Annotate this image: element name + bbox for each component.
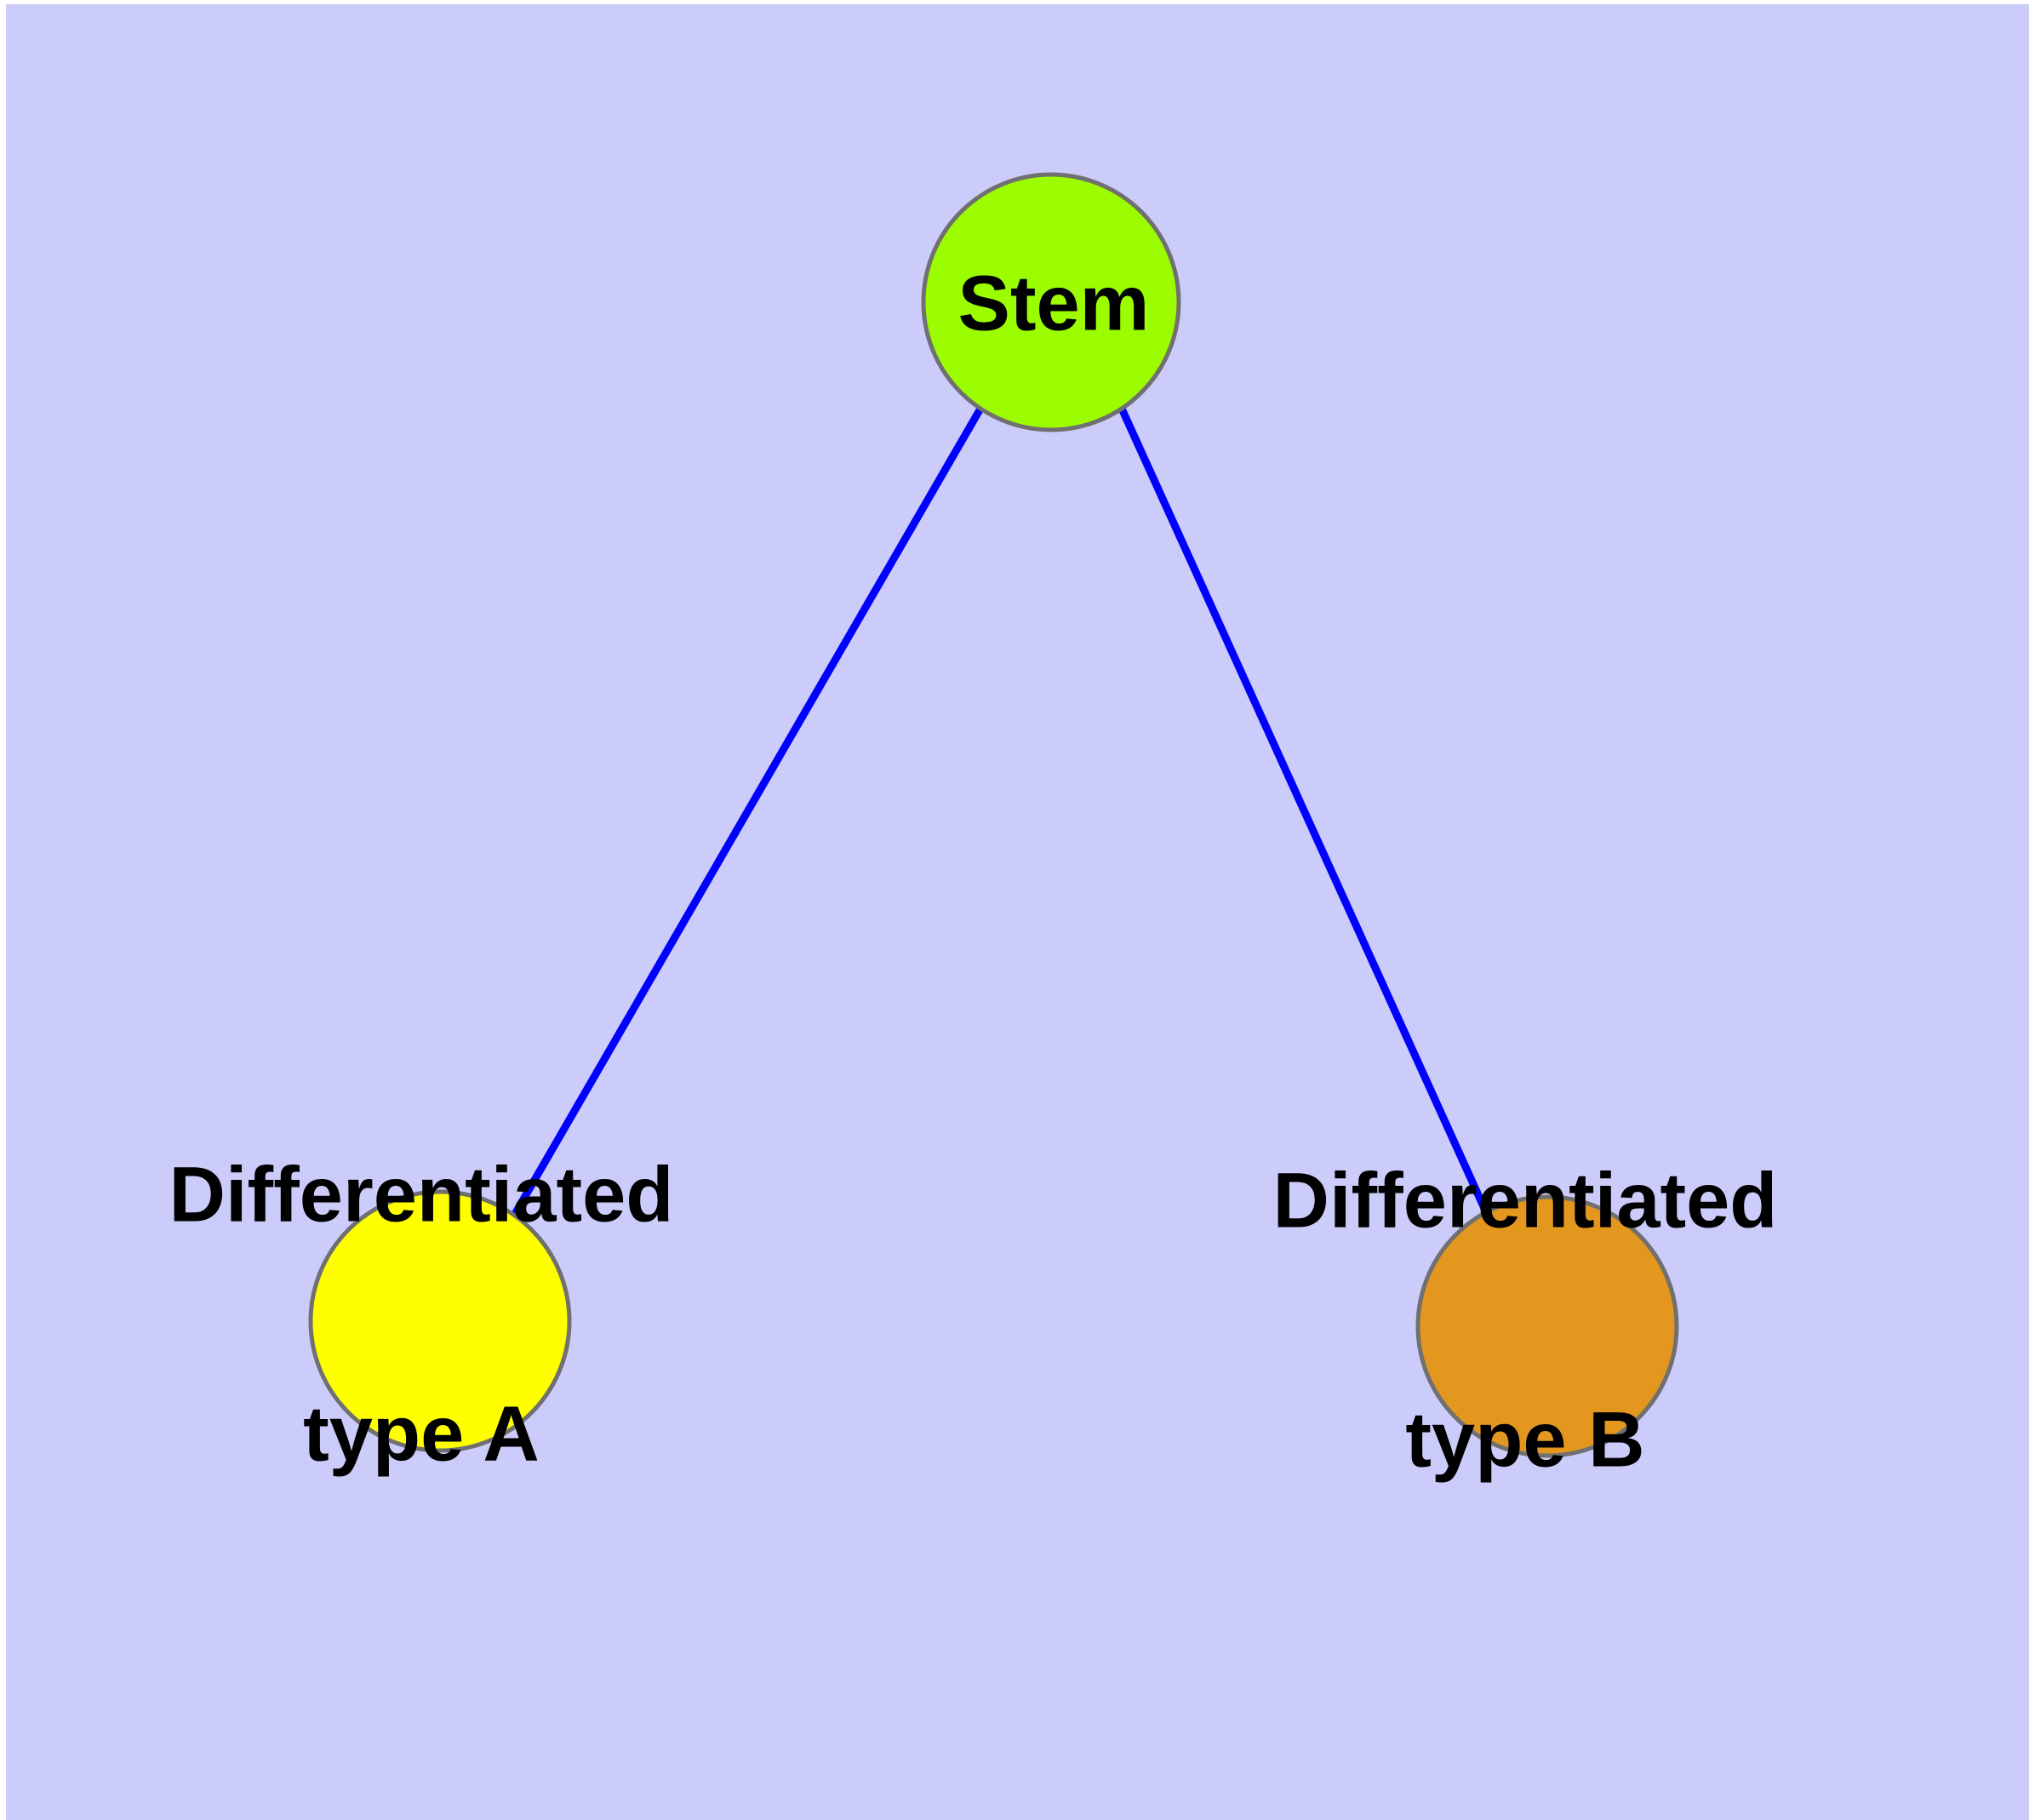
edge-layer [508, 406, 1495, 1225]
edge-stem-to-differentiated-type-a[interactable] [508, 406, 984, 1222]
node-differentiated-type-a[interactable] [308, 1189, 572, 1453]
node-stem[interactable] [921, 172, 1181, 432]
edge-stem-to-differentiated-type-b[interactable] [1117, 407, 1495, 1225]
node-differentiated-type-b[interactable] [1415, 1194, 1679, 1458]
node-layer [308, 172, 1679, 1458]
